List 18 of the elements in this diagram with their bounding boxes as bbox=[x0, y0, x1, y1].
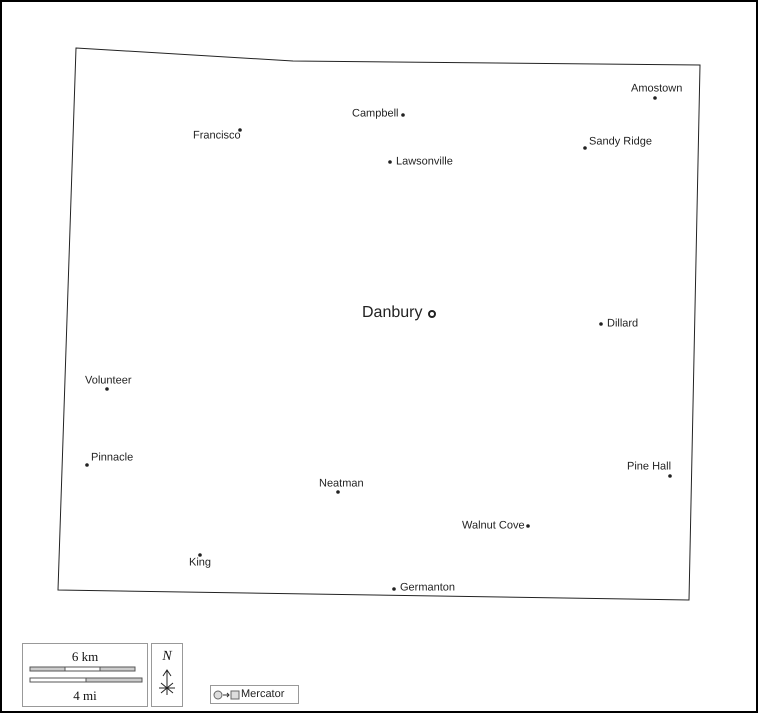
place-name: Pine Hall bbox=[627, 462, 672, 472]
scale-label: 4 mi bbox=[72, 689, 98, 702]
scale-label: 6 km bbox=[70, 650, 100, 663]
place-name: Germanton bbox=[400, 582, 456, 594]
place-name: Campbell bbox=[352, 108, 398, 120]
place-name: Dillard bbox=[607, 318, 638, 330]
place-name: Sandy Ridge bbox=[589, 136, 652, 148]
place-name: Amostown bbox=[631, 84, 682, 94]
place-name: Volunteer bbox=[85, 376, 132, 386]
projection-label: Mercator bbox=[241, 689, 284, 700]
place-name: Neatman bbox=[319, 478, 364, 490]
place-name: Lawsonville bbox=[396, 156, 453, 168]
place-name: Walnut Cove bbox=[462, 520, 525, 532]
north-label: N bbox=[161, 650, 174, 664]
place-name: Danbury bbox=[362, 305, 422, 321]
place-name: Francisco bbox=[193, 130, 241, 142]
place-name: King bbox=[189, 558, 212, 568]
place-name: Pinnacle bbox=[91, 452, 134, 464]
